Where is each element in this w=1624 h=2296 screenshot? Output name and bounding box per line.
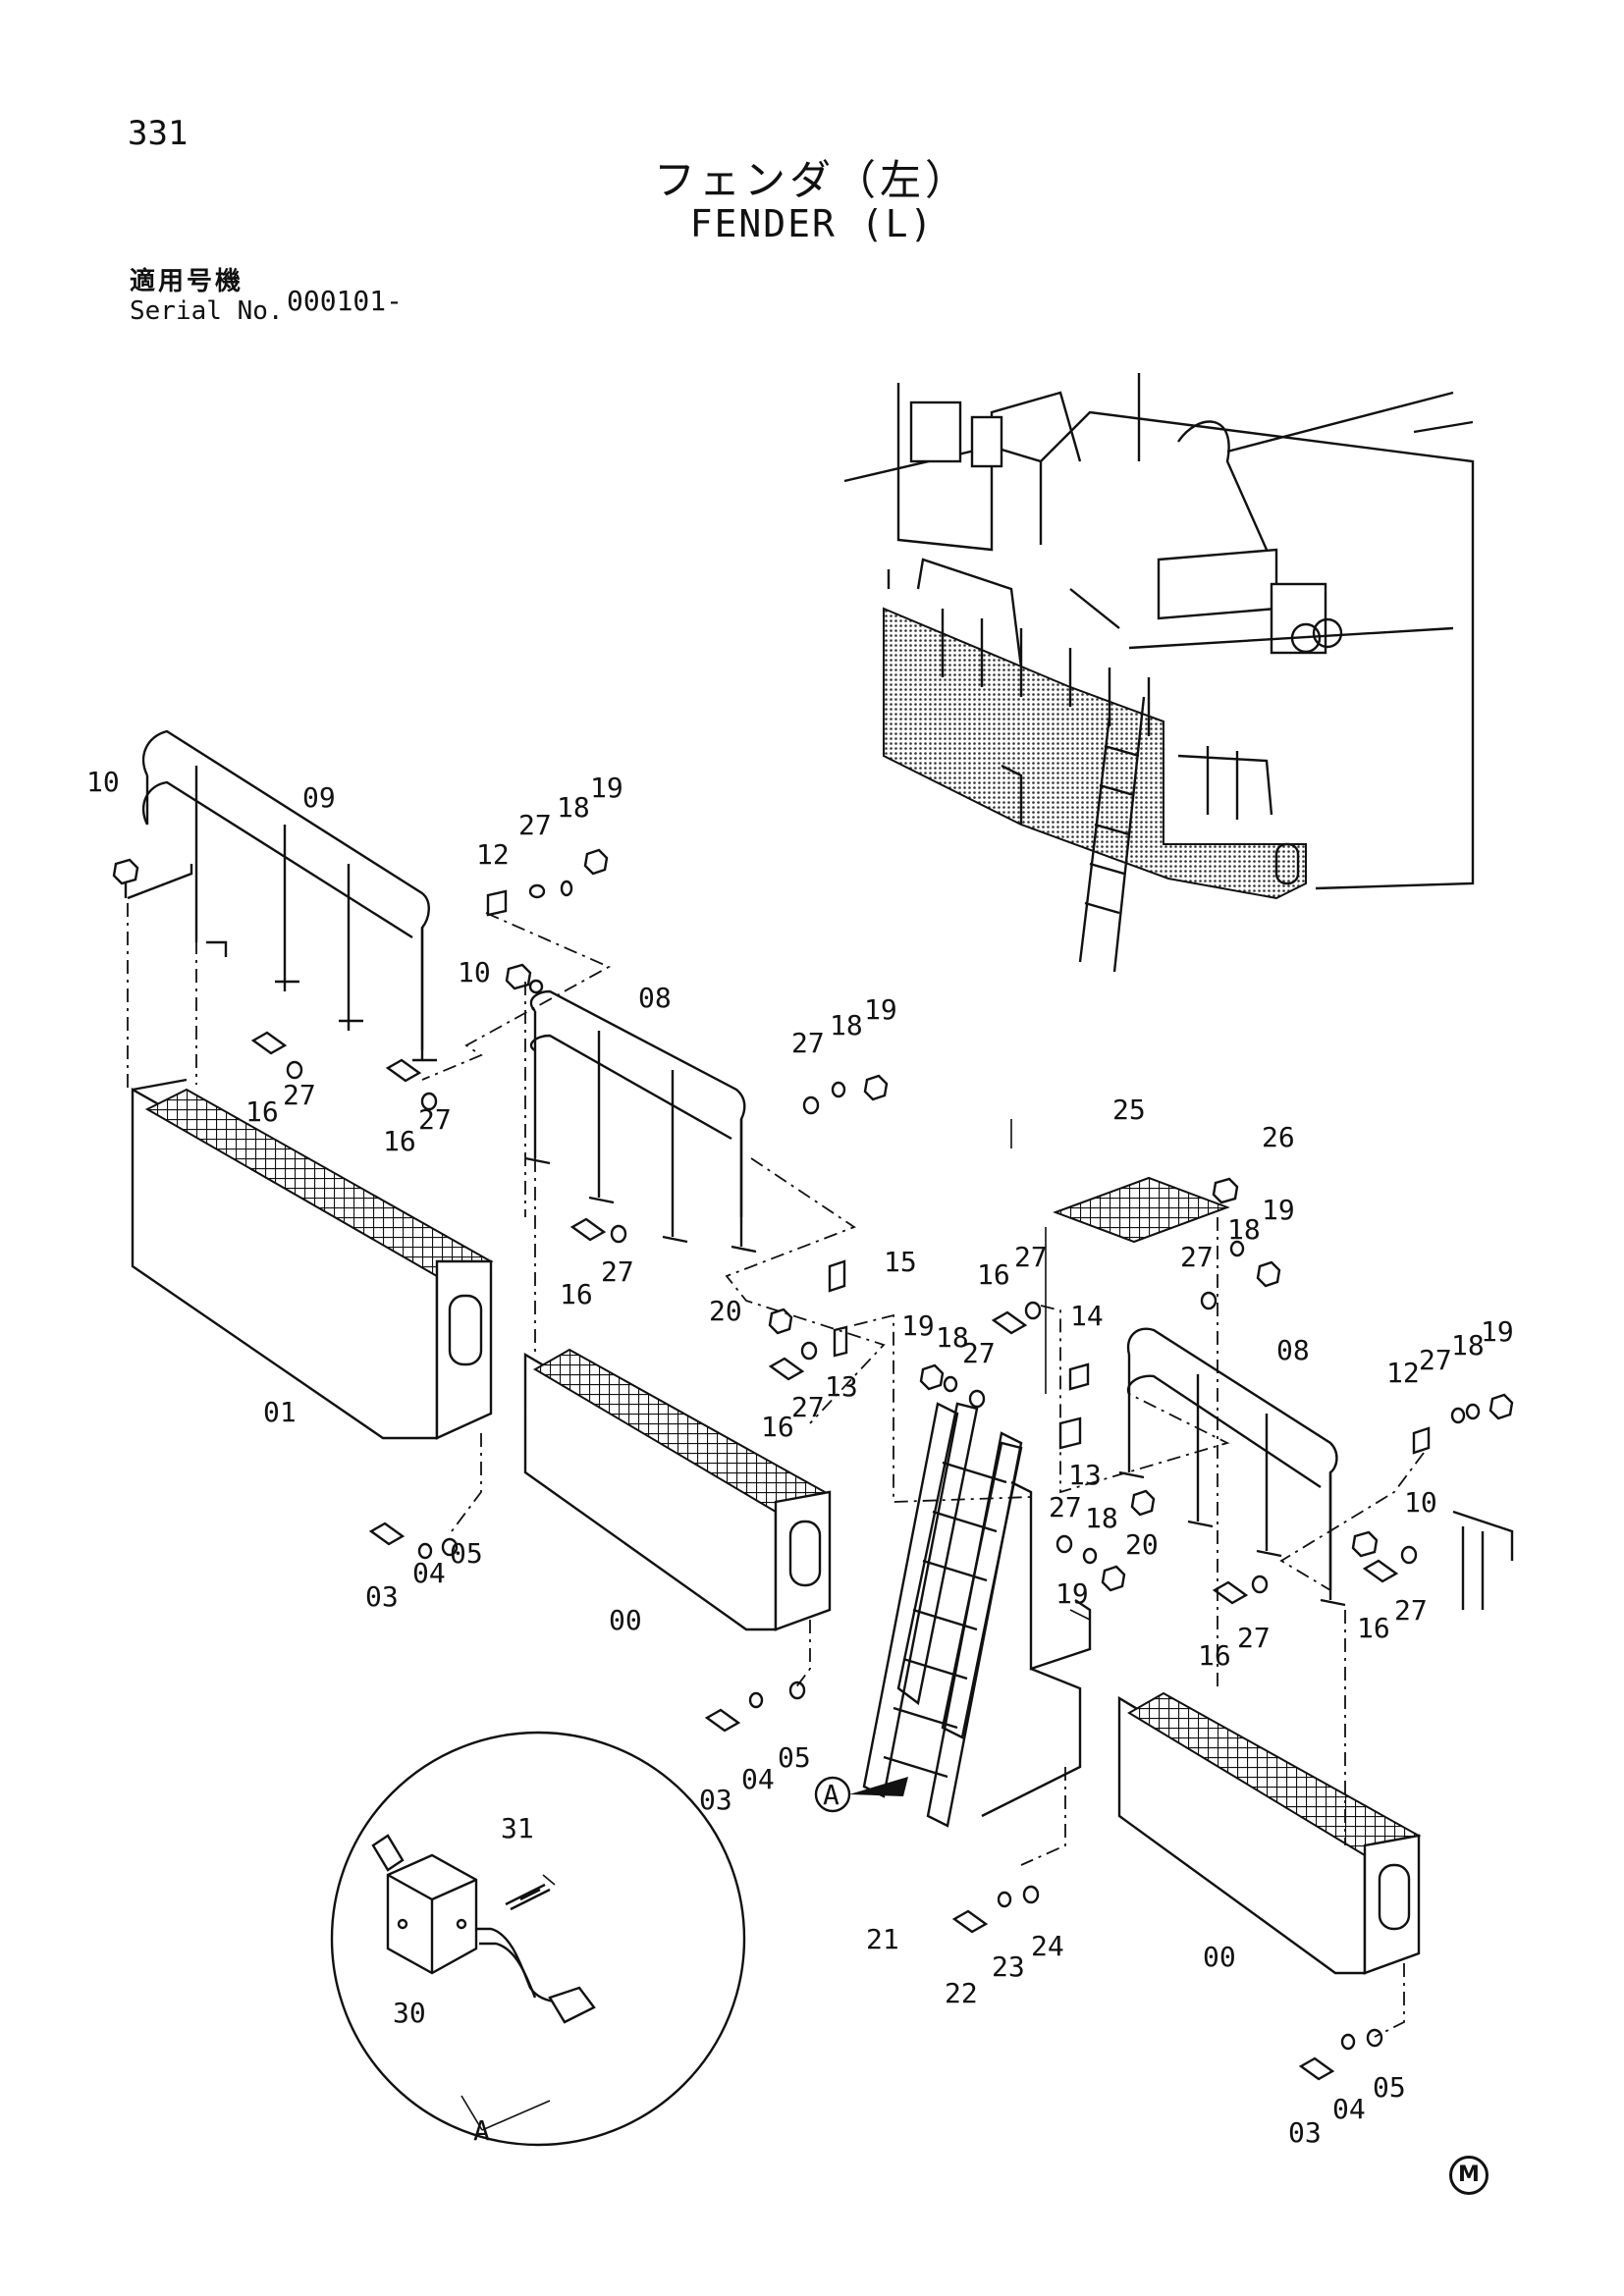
- callout-label: 03: [1288, 2116, 1322, 2149]
- callout-label: 03: [365, 1580, 399, 1613]
- callout-label: 09: [302, 781, 336, 814]
- callout-label: 15: [884, 1246, 917, 1278]
- callout-label: 18: [557, 791, 590, 824]
- callout-label: 27: [1394, 1594, 1428, 1627]
- callout-label: 18: [1085, 1502, 1118, 1534]
- page-title-english: FENDER (L): [689, 202, 935, 245]
- serial-label-japanese: 適用号機: [130, 267, 244, 296]
- callout-label: 19: [901, 1309, 935, 1342]
- serial-number-value: 000101-: [287, 285, 404, 317]
- page-number: 331: [128, 114, 189, 153]
- leader-lines: [127, 883, 1425, 2038]
- callout-label: 12: [1386, 1357, 1420, 1389]
- callout-label: 19: [1481, 1315, 1514, 1348]
- callout-label: 21: [866, 1923, 899, 1955]
- serial-label-english: Serial No.: [130, 296, 284, 326]
- callout-label: 00: [1203, 1941, 1236, 1973]
- callout-label: 12: [476, 838, 510, 871]
- callout-label: 14: [1070, 1300, 1104, 1332]
- callout-label: 31: [501, 1812, 534, 1844]
- callout-label: 10: [458, 956, 491, 988]
- callout-label: 27: [791, 1027, 825, 1059]
- callout-label: 27: [1180, 1241, 1214, 1273]
- callout-label: 08: [1276, 1334, 1310, 1366]
- callout-label: 27: [1419, 1344, 1452, 1376]
- fender-box-00-right: [1117, 1691, 1422, 1975]
- callout-label: 24: [1031, 1930, 1064, 1962]
- callout-label: 05: [778, 1741, 811, 1774]
- machine-overview-illustration: [843, 373, 1475, 973]
- callout-label: 22: [945, 1977, 978, 2009]
- bolt-icon: [112, 858, 1379, 1558]
- detail-letter-a-pointer: A: [823, 1779, 839, 1811]
- callout-label: 27: [518, 809, 552, 841]
- callout-label: 01: [263, 1396, 297, 1428]
- handrail-08-middle: [524, 989, 757, 1254]
- callout-label: 16: [383, 1125, 416, 1157]
- callout-label: 27: [1014, 1241, 1048, 1273]
- callout-label: 27: [1049, 1491, 1082, 1523]
- detail-letter-a-circle: A: [473, 2114, 490, 2147]
- page-title-japanese: フェンダ（左）: [653, 156, 970, 204]
- callout-label: 27: [1237, 1622, 1271, 1654]
- ladder-21: [862, 1402, 1092, 1828]
- callout-label: 18: [936, 1321, 969, 1354]
- callout-label: 20: [709, 1295, 742, 1327]
- cap-screw-icon: [250, 1031, 1399, 2081]
- callout-label: 19: [590, 772, 623, 804]
- callout-label: 26: [1262, 1121, 1295, 1153]
- callout-label: 27: [418, 1103, 452, 1136]
- callout-label: 16: [245, 1095, 279, 1128]
- callout-label: 30: [393, 1997, 426, 2029]
- detail-a-pointer: [814, 1776, 908, 1813]
- callout-label: 08: [638, 982, 672, 1014]
- callout-label: 16: [1198, 1639, 1231, 1672]
- callout-label: 13: [1068, 1459, 1102, 1491]
- callout-label: 10: [1404, 1486, 1437, 1519]
- hex-nut-icon: [583, 848, 1514, 1592]
- callout-label: 25: [1112, 1094, 1146, 1126]
- callout-label: 18: [1451, 1329, 1485, 1362]
- callout-label: 13: [825, 1370, 858, 1403]
- callout-label: 10: [86, 766, 120, 798]
- callout-label: 23: [992, 1950, 1025, 1983]
- callout-label: 27: [601, 1255, 634, 1288]
- callout-label: 20: [1125, 1528, 1159, 1561]
- step-grating-25: [1053, 1176, 1230, 1244]
- callout-label: 03: [699, 1784, 732, 1816]
- callout-label: 18: [1227, 1213, 1261, 1246]
- detail-view-a: [330, 1731, 746, 2147]
- handrail-08-right: [1118, 1327, 1514, 1610]
- callout-label: 18: [830, 1009, 863, 1041]
- fender-box-01: [131, 1078, 494, 1440]
- callout-label: 05: [450, 1537, 483, 1570]
- callout-label: 00: [609, 1604, 642, 1636]
- callout-label: 27: [791, 1391, 825, 1423]
- callout-label: 27: [283, 1079, 316, 1111]
- callout-label: 04: [412, 1557, 446, 1589]
- callout-label: 16: [1357, 1612, 1390, 1644]
- brackets-and-fasteners: [112, 848, 1514, 2081]
- callout-label: 04: [741, 1763, 775, 1795]
- callout-label: 16: [560, 1278, 593, 1310]
- callout-label: 04: [1332, 2093, 1366, 2125]
- callout-label: 19: [864, 993, 897, 1026]
- callout-labels: 10 09 27 18 19 12 10 08 16 27 16 27 27 1…: [86, 766, 1514, 2149]
- fender-box-00-middle: [523, 1348, 832, 1631]
- manufacturer-mark: M: [1449, 2156, 1489, 2195]
- callout-label: 05: [1373, 2071, 1406, 2104]
- callout-label: 19: [1262, 1194, 1295, 1226]
- washer-icon: [286, 880, 1481, 2051]
- callout-label: 19: [1056, 1577, 1089, 1610]
- callout-label: 27: [962, 1337, 996, 1369]
- callout-label: 16: [977, 1258, 1010, 1291]
- handrail-09: [127, 729, 437, 1062]
- callout-label: 16: [761, 1411, 794, 1443]
